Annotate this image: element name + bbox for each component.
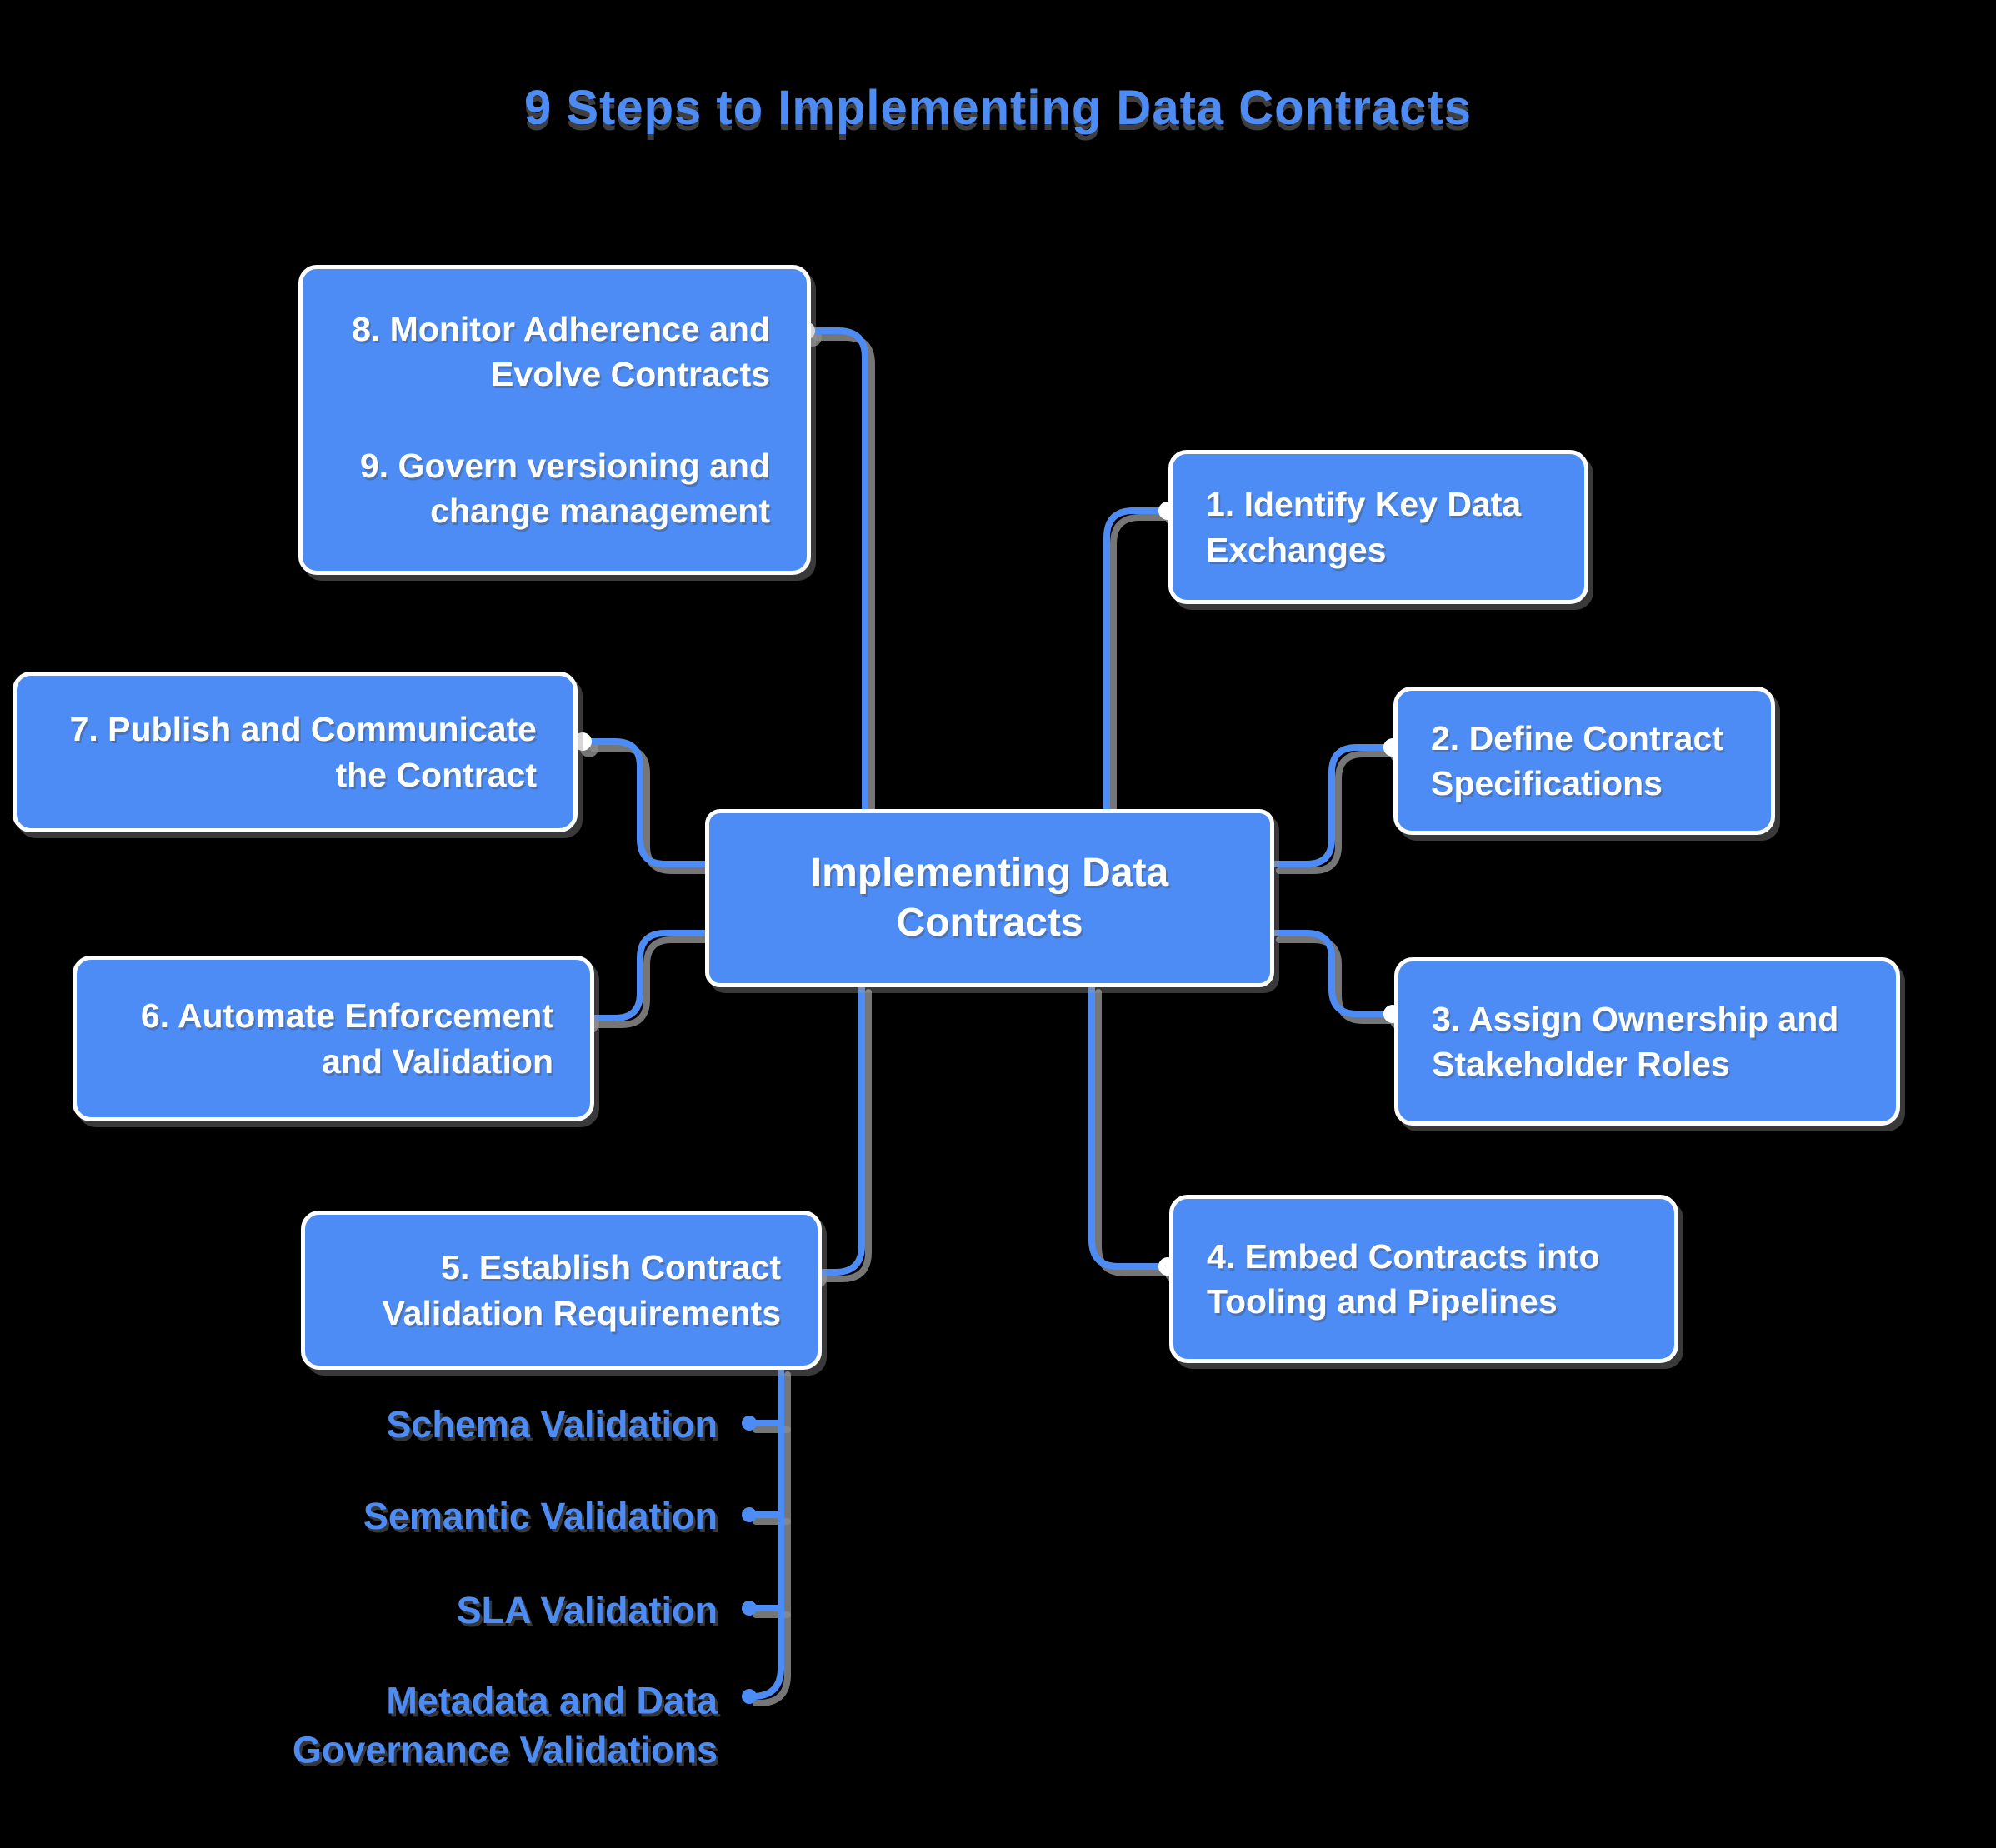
tick-dot-sla [742, 1601, 757, 1616]
central-topic-label: Implementing Data Contracts [810, 851, 1169, 945]
leaf-metadata-governance-validation: Metadata and Data Governance Validations [292, 1679, 718, 1771]
node-step4: 4. Embed Contracts into Tooling and Pipe… [1169, 1195, 1678, 1363]
connector-validations-trunk [746, 1365, 784, 1700]
connector-step8-9 [807, 327, 868, 814]
connector-step5 [812, 982, 865, 1276]
node-central-topic: Implementing Data Contracts [705, 809, 1274, 987]
leaf-sla-validation: SLA Validation [456, 1588, 718, 1631]
node-step5: 5. Establish Contract Validation Require… [301, 1211, 822, 1370]
step3-label: 3. Assign Ownership and Stakeholder Role… [1432, 999, 1839, 1083]
connector-step7 [583, 738, 710, 867]
connector-step6 [583, 930, 710, 1021]
connector-step3 [1269, 930, 1392, 1017]
connector-step4 [1088, 982, 1167, 1270]
step1-label: 1. Identify Key Data Exchanges [1206, 485, 1522, 569]
leaf-semantic-validation: Semantic Validation [363, 1494, 718, 1537]
node-step6: 6. Automate Enforcement and Validation [73, 956, 594, 1121]
step6-label: 6. Automate Enforcement and Validation [140, 996, 553, 1081]
node-step1: 1. Identify Key Data Exchanges [1168, 450, 1588, 604]
node-step3: 3. Assign Ownership and Stakeholder Role… [1394, 957, 1900, 1126]
step2-label: 2. Define Contract Specifications [1431, 718, 1723, 802]
leaf-schema-validation: Schema Validation [386, 1402, 718, 1446]
step8-label: 8. Monitor Adherence and Evolve Contract… [352, 309, 770, 393]
connector-step2 [1269, 744, 1392, 867]
page-title: 9 Steps to Implementing Data Contracts [524, 81, 1472, 135]
node-step8-9: 8. Monitor Adherence and Evolve Contract… [298, 265, 811, 575]
connector-step1 [1103, 507, 1167, 814]
tick-dot-metadata [742, 1689, 757, 1704]
node-step2: 2. Define Contract Specifications [1393, 687, 1775, 835]
tick-dot-semantic [742, 1507, 757, 1522]
step9-label: 9. Govern versioning and change manageme… [359, 447, 770, 531]
step5-label: 5. Establish Contract Validation Require… [382, 1248, 781, 1332]
step7-label: 7. Publish and Communicate the Contract [69, 710, 537, 794]
node-step7: 7. Publish and Communicate the Contract [13, 672, 578, 832]
step4-label: 4. Embed Contracts into Tooling and Pipe… [1207, 1236, 1600, 1321]
tick-dot-schema [742, 1416, 757, 1431]
